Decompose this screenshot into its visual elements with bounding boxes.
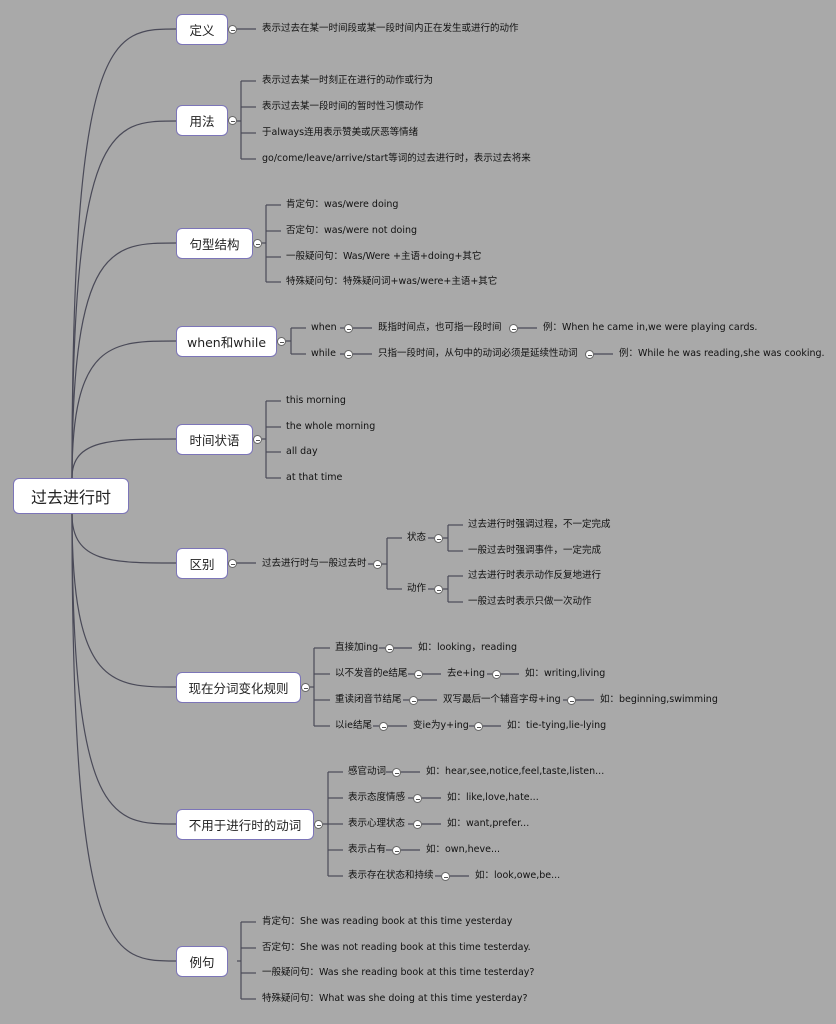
structure-item: 一般疑问句：Was/Were +主语+doing+其它 <box>286 251 482 262</box>
while-desc: 只指一段时间，从句中的动词必须是延续性动词 <box>378 348 578 359</box>
structure-item: 否定句：was/were not doing <box>286 225 418 236</box>
when-example: 例：When he came in,we were playing cards. <box>543 322 758 333</box>
verb-category: 表示态度情感 <box>348 792 406 803</box>
collapse-toggle[interactable] <box>392 846 401 855</box>
difference-action: 动作 <box>407 583 427 594</box>
collapse-toggle[interactable] <box>228 25 237 34</box>
collapse-toggle[interactable] <box>373 560 382 569</box>
time-item: the whole morning <box>286 421 376 432</box>
collapse-toggle[interactable] <box>344 324 353 333</box>
collapse-toggle[interactable] <box>492 670 501 679</box>
example-sentence: 一般疑问句：Was she reading book at this time … <box>262 967 535 978</box>
connector-line <box>71 513 177 825</box>
participle-example: 如：beginning,swimming <box>600 694 718 705</box>
collapse-toggle[interactable] <box>379 722 388 731</box>
collapse-toggle[interactable] <box>434 534 443 543</box>
collapse-toggle[interactable] <box>567 696 576 705</box>
branch-when-while[interactable]: when和while <box>176 326 277 357</box>
time-item: all day <box>286 446 318 457</box>
connector-line <box>71 513 177 688</box>
branch-difference[interactable]: 区别 <box>176 548 228 579</box>
verb-example: 如：like,love,hate... <box>447 792 539 803</box>
connector-line <box>71 242 177 479</box>
connector-line <box>71 513 177 962</box>
time-item: at that time <box>286 472 343 483</box>
usage-item: 表示过去某一段时间的暂时性习惯动作 <box>262 101 424 112</box>
participle-change: 双写最后一个辅音字母+ing <box>443 694 561 705</box>
definition-text: 表示过去在某一时间段或某一段时间内正在发生或进行的动作 <box>262 23 519 34</box>
collapse-toggle[interactable] <box>228 559 237 568</box>
verb-category: 表示存在状态和持续 <box>348 870 434 881</box>
state-item: 过去进行时强调过程，不一定完成 <box>468 519 611 530</box>
collapse-toggle[interactable] <box>253 239 262 248</box>
verb-example: 如：own,heve... <box>426 844 501 855</box>
collapse-toggle[interactable] <box>474 722 483 731</box>
connector-line <box>71 513 177 564</box>
example-sentence: 特殊疑问句：What was she doing at this time ye… <box>262 993 528 1004</box>
difference-subject: 过去进行时与一般过去时 <box>262 558 367 569</box>
collapse-toggle[interactable] <box>414 670 423 679</box>
collapse-toggle[interactable] <box>253 435 262 444</box>
difference-state: 状态 <box>407 532 427 543</box>
collapse-toggle[interactable] <box>228 116 237 125</box>
branch-examples[interactable]: 例句 <box>176 946 228 977</box>
verb-category: 表示占有 <box>348 844 387 855</box>
participle-change: 去e+ing <box>447 668 485 679</box>
branch-usage[interactable]: 用法 <box>176 105 228 136</box>
participle-rule: 以不发音的e结尾 <box>335 668 408 679</box>
collapse-toggle[interactable] <box>314 820 323 829</box>
connector-line <box>71 120 177 479</box>
collapse-toggle[interactable] <box>392 768 401 777</box>
collapse-toggle[interactable] <box>509 324 518 333</box>
collapse-toggle[interactable] <box>413 820 422 829</box>
participle-rule: 直接加ing <box>335 642 379 653</box>
verb-example: 如：hear,see,notice,feel,taste,listen... <box>426 766 605 777</box>
root-node[interactable]: 过去进行时 <box>13 478 129 514</box>
collapse-toggle[interactable] <box>434 585 443 594</box>
collapse-toggle[interactable] <box>413 794 422 803</box>
participle-example: 如：writing,living <box>525 668 606 679</box>
branch-definition[interactable]: 定义 <box>176 14 228 45</box>
when-desc: 既指时间点，也可指一段时间 <box>378 322 502 333</box>
collapse-toggle[interactable] <box>301 683 310 692</box>
structure-item: 特殊疑问句：特殊疑问词+was/were+主语+其它 <box>286 276 498 287</box>
collapse-toggle[interactable] <box>385 644 394 653</box>
branch-non-progressive-verbs[interactable]: 不用于进行时的动词 <box>176 809 314 840</box>
usage-item: go/come/leave/arrive/start等词的过去进行时，表示过去将… <box>262 153 531 164</box>
participle-change: 变ie为y+ing <box>413 720 469 731</box>
participle-rule: 重读闭音节结尾 <box>335 694 402 705</box>
example-sentence: 否定句：She was not reading book at this tim… <box>262 942 531 953</box>
participle-example: 如：looking，reading <box>418 642 518 653</box>
state-item: 一般过去时强调事件，一定完成 <box>468 545 602 556</box>
collapse-toggle[interactable] <box>344 350 353 359</box>
while-example: 例：While he was reading,she was cooking. <box>619 348 825 359</box>
collapse-toggle[interactable] <box>409 696 418 705</box>
connector-line <box>71 28 177 479</box>
branch-participle-rules[interactable]: 现在分词变化规则 <box>176 672 301 703</box>
collapse-toggle[interactable] <box>585 350 594 359</box>
verb-example: 如：look,owe,be... <box>475 870 561 881</box>
verb-category: 表示心理状态 <box>348 818 406 829</box>
branch-structure[interactable]: 句型结构 <box>176 228 253 259</box>
verb-example: 如：want,prefer... <box>447 818 530 829</box>
branch-time-adverbial[interactable]: 时间状语 <box>176 424 253 455</box>
participle-rule: 以ie结尾 <box>335 720 372 731</box>
time-item: this morning <box>286 395 346 406</box>
verb-category: 感官动词 <box>348 766 387 777</box>
action-item: 一般过去时表示只做一次动作 <box>468 596 592 607</box>
connector-line <box>71 438 177 479</box>
collapse-toggle[interactable] <box>441 872 450 881</box>
participle-example: 如：tie-tying,lie-lying <box>507 720 607 731</box>
structure-item: 肯定句：was/were doing <box>286 199 399 210</box>
example-sentence: 肯定句：She was reading book at this time ye… <box>262 916 513 927</box>
while-label: while <box>311 348 336 359</box>
usage-item: 于always连用表示赞美或厌恶等情绪 <box>262 127 419 138</box>
action-item: 过去进行时表示动作反复地进行 <box>468 570 602 581</box>
usage-item: 表示过去某一时刻正在进行的动作或行为 <box>262 75 434 86</box>
collapse-toggle[interactable] <box>277 337 286 346</box>
connector-line <box>71 340 177 479</box>
when-label: when <box>311 322 337 333</box>
